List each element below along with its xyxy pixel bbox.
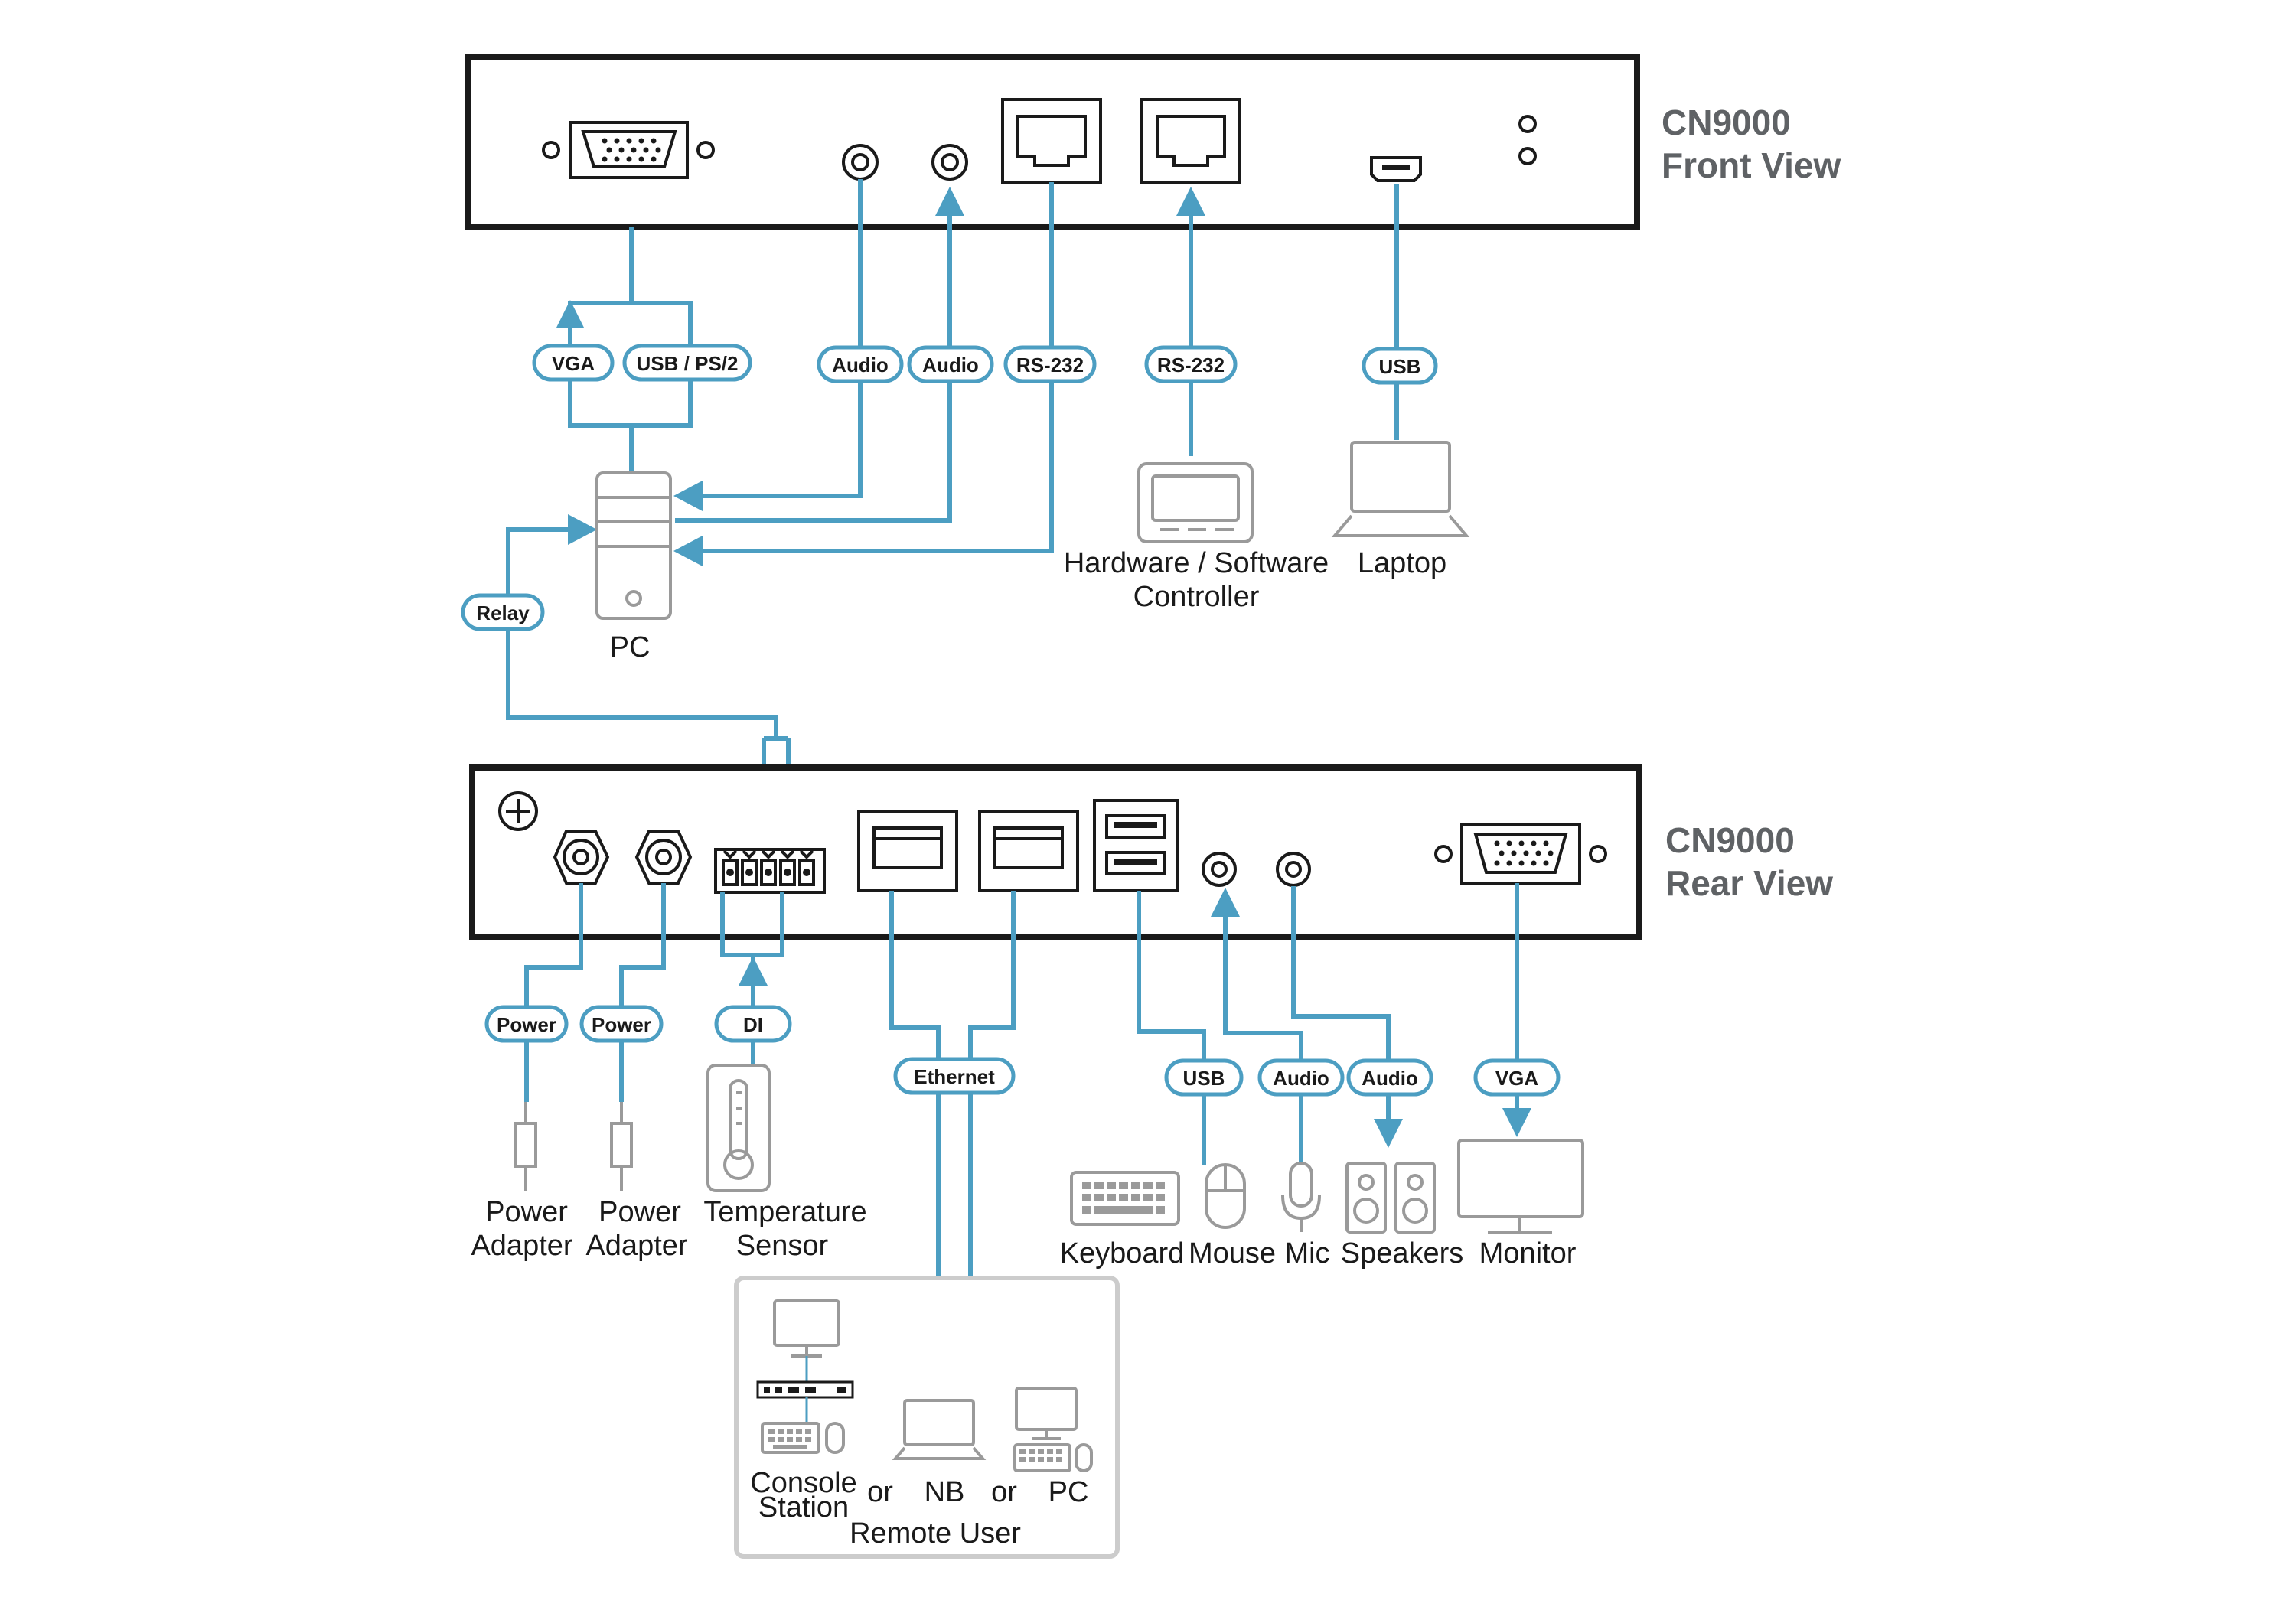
svg-text:Power: Power [497,1013,556,1036]
keyboard-icon [1070,1171,1180,1226]
pill-usb-rear: USB [1164,1058,1244,1097]
rear-terminal-block [714,848,826,894]
pill-audio-rear-2: Audio [1346,1058,1433,1097]
pill-relay: Relay [461,593,545,631]
ground-screw-icon [498,791,538,831]
power-adapter-icon-1 [514,1102,537,1191]
remote-nb-icon [892,1399,987,1460]
remote-pc-icon [1013,1387,1093,1472]
monitor-label: Monitor [1479,1237,1577,1270]
svg-text:Power: Power [592,1013,651,1036]
front-rs232-wire-1 [692,182,1054,553]
pill-usb-ps2: USB / PS/2 [622,344,752,382]
rear-rj45-port-2 [978,810,1079,892]
power-adapter-2-line2: Adapter [585,1230,687,1262]
svg-text:Audio: Audio [1362,1067,1418,1090]
controller-icon [1137,462,1254,543]
mic-label: Mic [1284,1237,1329,1270]
power-adapter-2-line1: Power [598,1196,681,1228]
pill-vga-front: VGA [532,344,615,382]
svg-text:RS-232: RS-232 [1016,354,1084,376]
console-station-line1: Console [750,1467,856,1499]
keyboard-label: Keyboard [1060,1237,1185,1270]
console-station-icon [756,1299,854,1454]
pill-rs232-front-2: RS-232 [1144,345,1238,383]
svg-text:Audio: Audio [832,354,889,376]
front-led-2 [1518,147,1537,165]
rear-audio-jack-2 [1276,852,1311,887]
speakers-label: Speakers [1341,1237,1464,1270]
svg-text:Relay: Relay [476,601,530,624]
svg-text:DI: DI [743,1013,763,1036]
pill-vga-rear: VGA [1473,1058,1561,1097]
or-label-1: or [867,1476,893,1508]
rear-rj45-port-1 [857,810,958,892]
front-vga-port [542,121,715,179]
svg-text:USB / PS/2: USB / PS/2 [637,352,739,375]
front-rj45-port-2 [1140,98,1241,184]
front-audio-wire-2 [675,211,952,523]
mouse-label: Mouse [1189,1237,1276,1270]
svg-text:VGA: VGA [1495,1067,1539,1090]
controller-label-line1: Hardware / Software [1064,547,1329,579]
front-led-1 [1518,115,1537,133]
pc-tower-icon [595,471,672,620]
svg-text:RS-232: RS-232 [1157,354,1225,376]
rear-audio-wire-1 [1223,915,1303,1165]
temperature-sensor-line1: Temperature [703,1196,866,1228]
remote-user-caption: Remote User [850,1517,1021,1550]
temperature-sensor-icon [706,1064,771,1192]
rear-title-line1: CN9000 [1665,820,1795,860]
rear-usb-ports [1093,799,1179,892]
svg-text:VGA: VGA [552,352,595,375]
relay-wire [506,527,778,738]
monitor-icon [1457,1139,1584,1234]
pc-label: PC [610,631,651,663]
front-audio-wire-1 [693,179,863,498]
svg-text:USB: USB [1379,355,1421,378]
pill-audio-rear-1: Audio [1257,1058,1345,1097]
controller-label-line2: Controller [1133,581,1260,613]
svg-text:USB: USB [1183,1067,1225,1090]
rear-audio-jack-1 [1202,852,1237,887]
mic-icon [1281,1162,1321,1232]
temperature-sensor-line2: Sensor [736,1230,829,1262]
vga-arrow [556,300,584,328]
pill-power-1: Power [484,1005,569,1043]
pill-power-2: Power [579,1005,664,1043]
remote-pc-label: PC [1049,1476,1089,1508]
console-station-line2: Station [758,1491,849,1524]
pill-audio-front-2: Audio [907,345,994,383]
laptop-label: Laptop [1358,547,1446,579]
power-adapter-1-line1: Power [485,1196,568,1228]
rear-ethernet-wire [889,891,1016,1278]
front-title-line1: CN9000 [1662,103,1791,142]
svg-text:Audio: Audio [922,354,979,376]
rear-usb-wire [1137,891,1206,1165]
pill-ethernet: Ethernet [893,1057,1016,1095]
front-title-line2: Front View [1662,145,1841,185]
remote-user-box [734,1276,1120,1559]
pill-rs232-front-1: RS-232 [1003,345,1097,383]
power-adapter-icon-2 [610,1102,633,1191]
power-adapter-1-line2: Adapter [471,1230,572,1262]
rear-power-jack-2 [634,830,693,885]
rear-title-line2: Rear View [1665,863,1833,903]
front-vga-usb-wire [568,227,693,428]
mouse-icon [1205,1163,1246,1229]
rear-power-jack-1 [553,830,610,885]
laptop-icon [1331,441,1470,537]
svg-text:Ethernet: Ethernet [914,1065,995,1088]
pill-usb-front: USB [1362,347,1438,385]
nb-label: NB [925,1476,965,1508]
pill-audio-front-1: Audio [817,345,904,383]
speakers-icon [1345,1162,1436,1234]
rear-vga-port [1434,823,1607,885]
svg-text:Audio: Audio [1273,1067,1329,1090]
front-audio-jack-2 [931,144,968,181]
pill-di: DI [714,1005,792,1043]
front-usb-port [1370,156,1422,182]
or-label-2: or [991,1476,1017,1508]
